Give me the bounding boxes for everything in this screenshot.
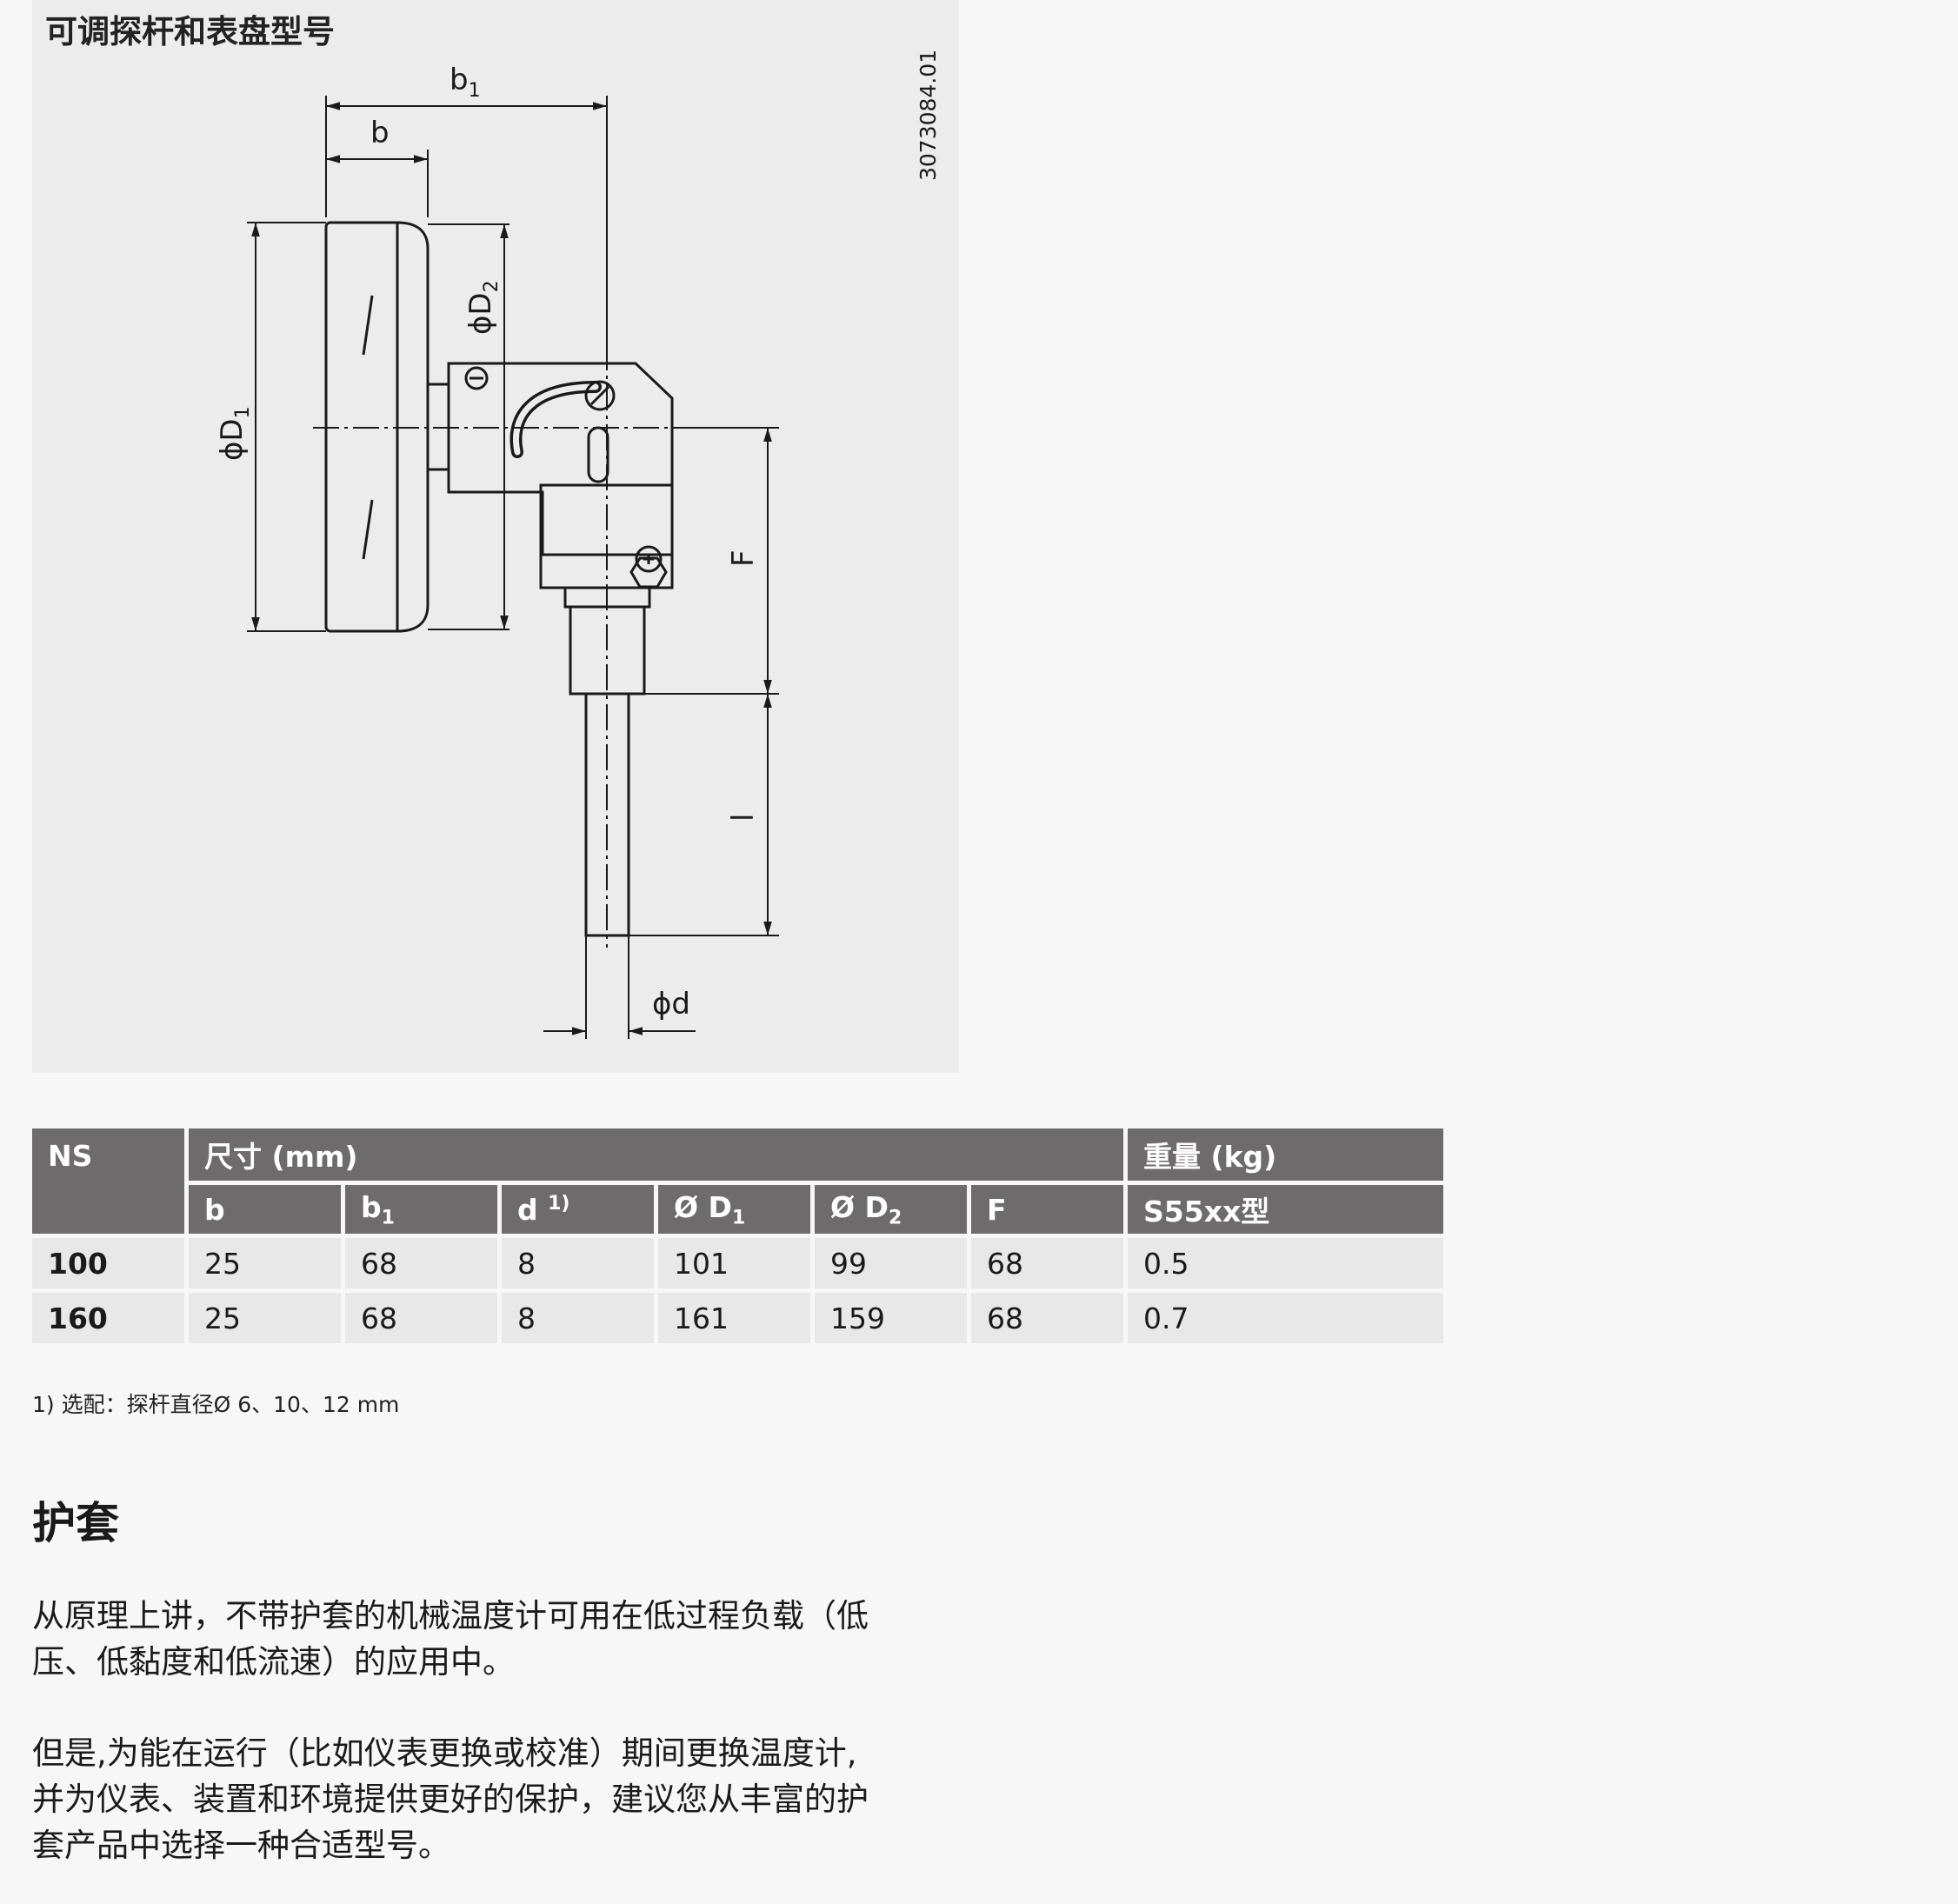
col-b: b <box>189 1185 341 1234</box>
col-dimensions: 尺寸 (mm) <box>189 1128 1123 1181</box>
drawing-code: 3073084.01 <box>916 50 941 181</box>
cell-F: 68 <box>971 1293 1123 1343</box>
cell-D1: 101 <box>658 1238 810 1288</box>
cell-b: 25 <box>189 1238 341 1288</box>
dim-label-F: F <box>726 549 761 567</box>
cell-D2: 99 <box>815 1238 967 1288</box>
table-subheader-row: b b1 d 1) Ø D1 Ø D2 F S55xx型 <box>32 1185 1443 1234</box>
dim-label-D2: ϕD2 <box>463 280 503 335</box>
cell-weight: 0.5 <box>1128 1238 1443 1288</box>
cell-b1: 68 <box>345 1238 497 1288</box>
dim-label-b1: b1 <box>450 63 481 102</box>
paragraph-line: 套产品中选择一种合适型号。 <box>32 1827 450 1864</box>
cell-D2: 159 <box>815 1293 967 1343</box>
paragraph-line: 但是,为能在运行（比如仪表更换或校准）期间更换温度计, <box>32 1734 857 1772</box>
table-header-row: NS 尺寸 (mm) 重量 (kg) <box>32 1128 1443 1234</box>
col-weight: 重量 (kg) <box>1128 1128 1443 1181</box>
paragraph-line: 从原理上讲，不带护套的机械温度计可用在低过程负载（低 <box>32 1597 869 1634</box>
cell-d: 8 <box>502 1293 654 1343</box>
dim-label-d: ϕd <box>652 987 690 1022</box>
col-D2: Ø D2 <box>815 1185 967 1234</box>
dim-label-l: l <box>726 814 761 822</box>
cell-weight: 0.7 <box>1128 1293 1443 1343</box>
section-title: 护套 <box>32 1498 119 1548</box>
paragraph-2: 但是,为能在运行（比如仪表更换或校准）期间更换温度计, 并为仪表、装置和环境提供… <box>32 1730 954 1868</box>
cell-b: 25 <box>189 1293 341 1343</box>
table-row: 160 25 68 8 161 159 68 0.7 <box>32 1293 1443 1343</box>
footnote: 1) 选配：探杆直径Ø 6、10、12 mm <box>32 1392 400 1417</box>
dim-label-D1: ϕD1 <box>215 406 254 461</box>
dial-outline <box>324 221 399 633</box>
paragraph-1: 从原理上讲，不带护套的机械温度计可用在低过程负载（低 压、低黏度和低流速）的应用… <box>32 1593 954 1685</box>
table-row: 100 25 68 8 101 99 68 0.5 <box>32 1238 1443 1288</box>
drawing-panel <box>32 0 959 1073</box>
cell-D1: 161 <box>658 1293 810 1343</box>
col-b1: b1 <box>345 1185 497 1234</box>
cell-ns: 160 <box>32 1293 184 1343</box>
paragraph-line: 并为仪表、装置和环境提供更好的保护，建议您从丰富的护 <box>32 1781 869 1818</box>
col-ns: NS <box>32 1128 184 1234</box>
cell-b1: 68 <box>345 1293 497 1343</box>
col-D1: Ø D1 <box>658 1185 810 1234</box>
technical-drawing: b1 b ϕD1 ϕD2 F l ϕd 3073084.01 <box>215 50 941 1039</box>
col-F: F <box>971 1185 1123 1234</box>
cell-ns: 100 <box>32 1238 184 1288</box>
drawing-title: 可调探杆和表盘型号 <box>45 13 335 50</box>
dim-label-b: b <box>370 116 390 150</box>
col-model: S55xx型 <box>1128 1185 1443 1234</box>
cell-F: 68 <box>971 1238 1123 1288</box>
cell-d: 8 <box>502 1238 654 1288</box>
paragraph-line: 压、低黏度和低流速）的应用中。 <box>32 1643 515 1681</box>
spec-table: NS 尺寸 (mm) 重量 (kg) b b1 d 1) Ø D1 Ø D2 F… <box>28 1124 1448 1348</box>
col-d: d 1) <box>502 1185 654 1234</box>
